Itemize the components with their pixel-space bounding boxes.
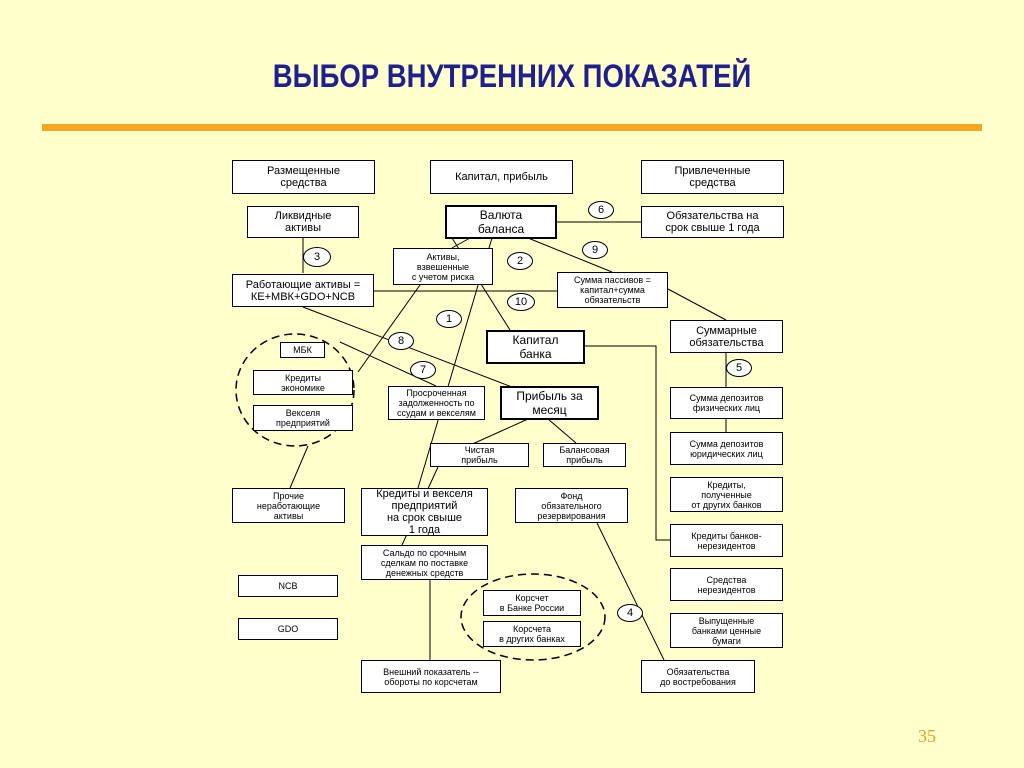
marker-1: 1 bbox=[436, 310, 462, 328]
marker-6: 6 bbox=[588, 201, 614, 219]
loans-other-banks-box: Кредиты, полученные от других банков bbox=[670, 477, 783, 512]
ncb-box: NCB bbox=[238, 575, 338, 597]
marker-4: 4 bbox=[617, 604, 643, 622]
mbk-box: МБК bbox=[280, 342, 325, 358]
balance-profit-box: Балансовая прибыль bbox=[543, 443, 626, 467]
sum-liabilities-equation-box: Сумма пассивов = капитал+сумма обязатель… bbox=[557, 272, 668, 308]
title-underline bbox=[42, 124, 982, 131]
working-assets-box: Работающие активы = КЕ+МВК+GDO+NCB bbox=[232, 274, 374, 307]
gdo-box: GDO bbox=[238, 618, 338, 640]
corr-accounts-other-box: Корсчета в других банках bbox=[483, 621, 581, 647]
enterprise-bills-box: Векселя предприятий bbox=[253, 405, 353, 431]
marker-2: 2 bbox=[507, 252, 533, 270]
risk-weighted-assets-box: Активы, взвешенные с учетом риска bbox=[393, 248, 493, 285]
marker-10: 10 bbox=[507, 293, 535, 311]
placed-funds-box: Размещенные средства bbox=[232, 160, 375, 194]
overdue-debt-box: Просроченная задолженность по ссудам и в… bbox=[388, 386, 485, 420]
marker-7: 7 bbox=[410, 361, 436, 379]
capital-profit-box: Капитал, прибыль bbox=[430, 160, 573, 194]
liquid-assets-box: Ликвидные активы bbox=[247, 206, 359, 238]
long-loans-bills-box: Кредиты и векселя предприятий на срок св… bbox=[361, 488, 488, 536]
issued-securities-box: Выпущенные банками ценные бумаги bbox=[670, 613, 783, 648]
monthly-profit-box: Прибыль за месяц bbox=[500, 386, 599, 420]
nonresident-funds-box: Средства нерезидентов bbox=[670, 568, 783, 601]
deposits-legal-entities-box: Сумма депозитов юридических лиц bbox=[670, 432, 783, 465]
demand-liabilities-box: Обязательства до востребования bbox=[641, 660, 755, 693]
page-title: ВЫБОР ВНУТРЕННИХ ПОКАЗАТЕЙ bbox=[272, 58, 752, 94]
reserve-fund-box: Фонд обязательного резервирования bbox=[515, 488, 628, 523]
liabilities-over-1y-box: Обязательства на срок свыше 1 года bbox=[641, 206, 784, 238]
bank-capital-box: Капитал банка bbox=[486, 330, 585, 364]
marker-8: 8 bbox=[388, 332, 414, 350]
marker-3: 3 bbox=[303, 247, 331, 267]
balance-currency-box: Валюта баланса bbox=[445, 205, 557, 239]
saldo-box: Сальдо по срочным сделкам по поставке де… bbox=[361, 545, 488, 580]
corr-account-cbr-box: Корсчет в Банке России bbox=[483, 590, 581, 616]
external-indicator-box: Внешний показатель -- обороты по корсчет… bbox=[361, 660, 501, 693]
marker-9: 9 bbox=[582, 241, 608, 259]
loans-economy-box: Кредиты экономике bbox=[253, 370, 353, 395]
corr-accounts-group-ellipse bbox=[460, 573, 606, 661]
marker-5: 5 bbox=[726, 359, 752, 377]
deposits-individuals-box: Сумма депозитов физических лиц bbox=[670, 387, 783, 419]
page-number: 35 bbox=[918, 726, 936, 746]
nonresident-bank-loans-box: Кредиты банков- нерезидентов bbox=[670, 524, 783, 557]
total-liabilities-box: Суммарные обязательства bbox=[670, 320, 783, 353]
attracted-funds-box: Привлеченные средства bbox=[641, 160, 784, 194]
assets-group-ellipse bbox=[235, 333, 355, 447]
other-nonworking-assets-box: Прочие неработающие активы bbox=[232, 488, 345, 523]
net-profit-box: Чистая прибыль bbox=[430, 443, 529, 467]
